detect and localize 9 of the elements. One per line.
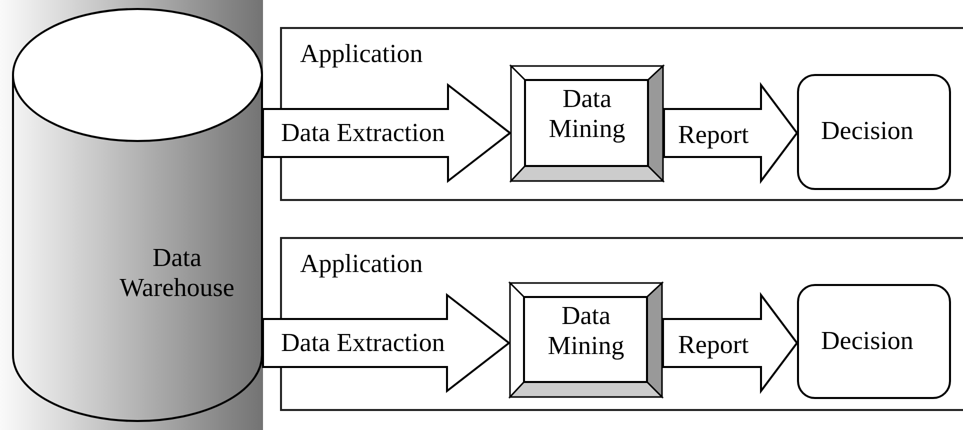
process-label: Data Mining	[546, 301, 626, 361]
process-label: Data Mining	[548, 84, 626, 144]
decision-label: Decision	[821, 326, 914, 356]
decision-label: Decision	[821, 116, 914, 146]
decision-box	[797, 74, 951, 190]
decision-box	[797, 284, 951, 399]
panel-heading: Application	[300, 39, 423, 69]
database-label: Data Warehouse	[118, 243, 236, 303]
panel-heading: Application	[300, 249, 423, 279]
